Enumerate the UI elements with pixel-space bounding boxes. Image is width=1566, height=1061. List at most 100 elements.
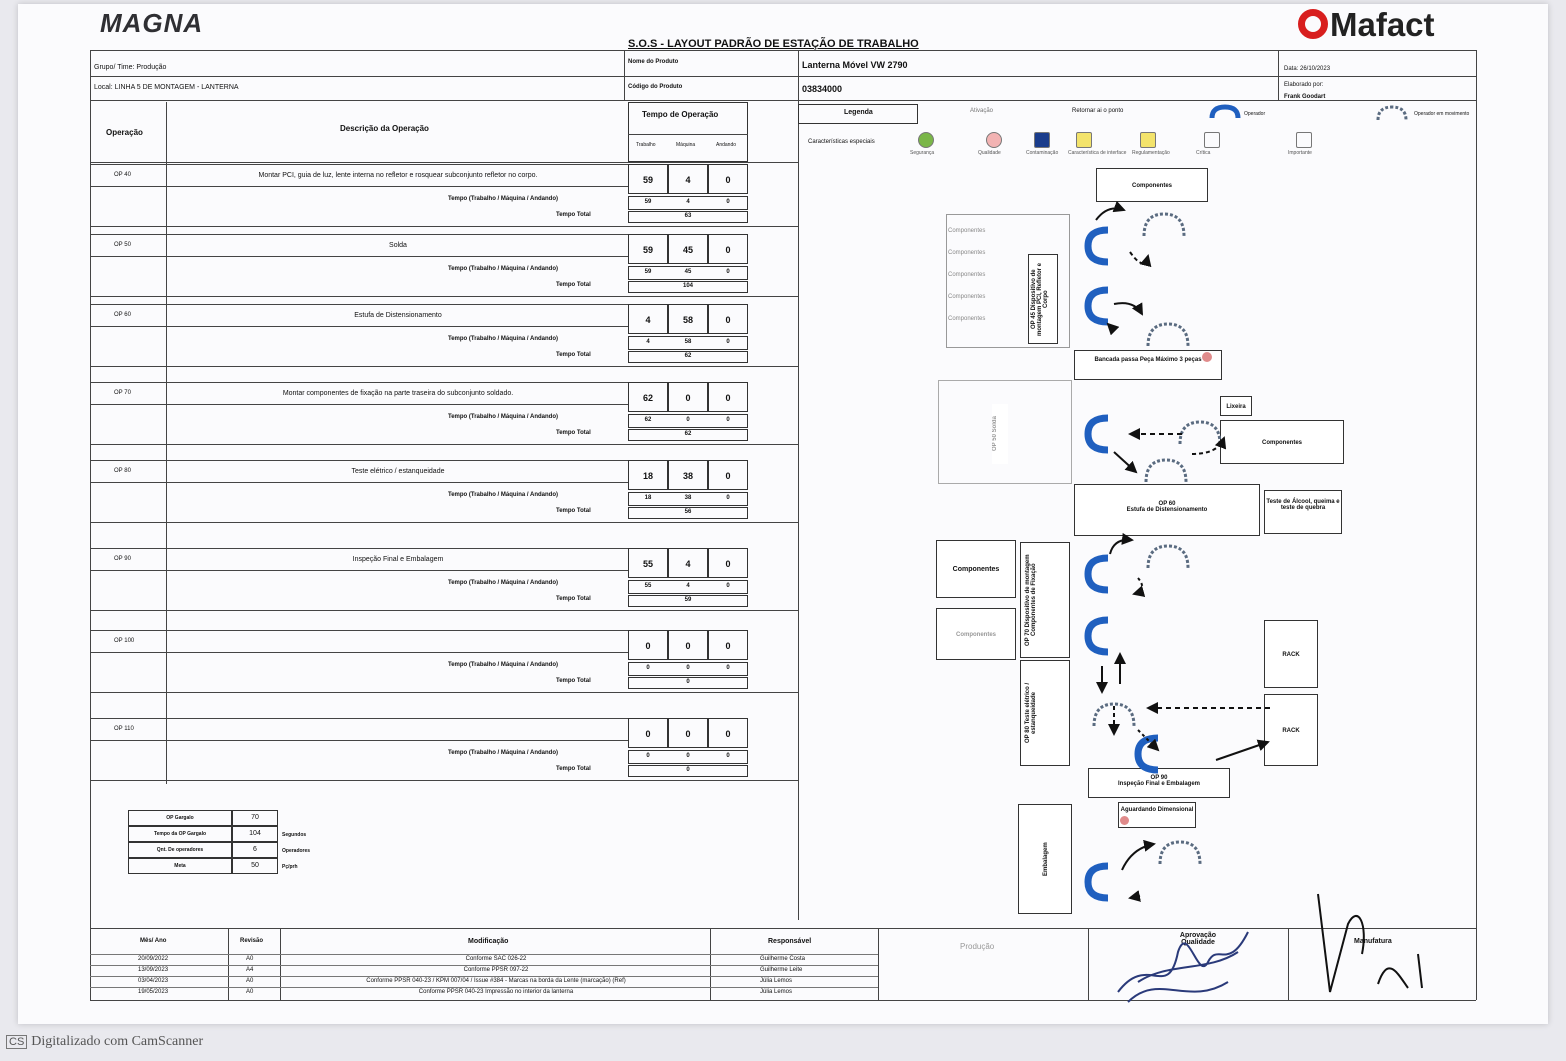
op-andando: 0: [708, 460, 748, 490]
tempo-trabalho: 4: [646, 339, 650, 345]
op90-label: OP 90: [1150, 775, 1168, 781]
footer-row-line: [90, 954, 878, 955]
flow-arrow: [1106, 322, 1120, 336]
col-operacao: Operação: [106, 128, 143, 137]
characteristic-symbol-label: Segurança: [910, 150, 935, 156]
operator-icon: [1084, 286, 1109, 326]
footer-row-mod: Conforme PPSR 040-23 Impressão no interi…: [418, 989, 574, 995]
tempo-total-box: [628, 765, 748, 777]
op-andando: 0: [708, 164, 748, 194]
moving-operator-icon: [1178, 420, 1222, 445]
characteristic-symbol-label: Característica de interface: [1068, 150, 1127, 156]
summary-label-cell: [128, 858, 232, 874]
tempo-trabalho: 59: [644, 269, 652, 275]
componentes-box-3: Componentes: [936, 540, 1016, 598]
row-line: [90, 404, 628, 405]
op-code: OP 110: [114, 726, 134, 732]
op-trabalho: 18: [628, 460, 668, 490]
tempo-trabalho: 0: [646, 665, 650, 671]
tempo-row-box: [628, 414, 748, 428]
row-separator: [90, 780, 798, 781]
tempo-total-label: Tempo Total: [556, 678, 591, 684]
characteristic-symbol-icon: [1034, 132, 1050, 148]
frame-line: [90, 50, 1476, 51]
tempo-maquina: 4: [686, 583, 690, 589]
elaborado: Frank Goodart: [1284, 94, 1326, 100]
tempo-trabalho: 55: [644, 583, 652, 589]
layout-flow-diagram: [1084, 200, 1270, 902]
camscanner-text: Digitalizado com CamScanner: [31, 1034, 204, 1049]
moving-operator-icon: [1092, 702, 1136, 727]
row-line: [90, 186, 628, 187]
footer-row-line: [90, 965, 878, 966]
op-maquina: 0: [668, 630, 708, 660]
footer-row-rev: A0: [246, 978, 254, 984]
aguardando-box: Aguardando Dimensional: [1118, 802, 1196, 828]
tempo-trabalho: 59: [644, 199, 652, 205]
tempo-total-label: Tempo Total: [556, 766, 591, 772]
summary-label-cell: [128, 842, 232, 858]
footer-row-date: 03/04/2023: [138, 978, 169, 984]
footer-row-line: [90, 987, 878, 988]
op-code: OP 90: [114, 556, 131, 562]
legend-box: [798, 104, 918, 124]
op-andando: 0: [708, 304, 748, 334]
tempo-total-label: Tempo Total: [556, 508, 591, 514]
op-description: Estufa de Distensionamento: [354, 312, 442, 319]
summary-label: Meta: [174, 863, 186, 869]
op-description: Inspeção Final e Embalagem: [352, 556, 444, 563]
summary-value-cell: [232, 842, 278, 858]
componentes-box: Componentes: [1096, 168, 1208, 202]
op50-station: [938, 380, 1072, 484]
row-separator: [90, 366, 798, 367]
footer-row-rev: A4: [246, 967, 254, 973]
summary-value-cell: [232, 810, 278, 826]
flow-arrow: [1137, 729, 1160, 752]
frame-line: [166, 102, 167, 784]
operators-group: [1084, 226, 1159, 902]
row-line: [90, 304, 628, 305]
tempo-total: 63: [684, 213, 692, 219]
op-code: OP 40: [114, 172, 131, 178]
summary-value-cell: [232, 858, 278, 874]
frame-line: [228, 928, 229, 1000]
tempo-total-label: Tempo Total: [556, 596, 591, 602]
tempo-andando: 0: [726, 665, 730, 671]
mafact-logo: Mafact: [1298, 6, 1435, 44]
tempo-total-box: [628, 211, 748, 223]
op-description: Solda: [389, 242, 407, 249]
tempo-row-label: Tempo (Trabalho / Máquina / Andando): [448, 414, 558, 420]
characteristic-symbol-label: Regulamentação: [1132, 150, 1170, 156]
quality-signature: [1117, 931, 1249, 1003]
footer-header-responsavel: Responsável: [768, 938, 812, 945]
op-andando: 0: [708, 234, 748, 264]
row-line: [90, 256, 628, 257]
mafact-o-icon: [1298, 9, 1328, 39]
frame-line: [1288, 928, 1289, 1000]
tempo-trabalho: 18: [644, 495, 652, 501]
tempo-total-box: [628, 677, 748, 689]
tempo-trabalho: 62: [644, 417, 652, 423]
op-maquina: 45: [668, 234, 708, 264]
summary-value: 104: [249, 830, 261, 837]
tempo-total-box: [628, 429, 748, 441]
tempo-andando: 0: [726, 583, 730, 589]
tempo-total-label: Tempo Total: [556, 352, 591, 358]
characteristic-symbol-label: Crítica: [1196, 150, 1211, 156]
tempo-row-box: [628, 266, 748, 280]
footer-header-producao: Produção: [960, 942, 995, 951]
footer-row-rev: A0: [246, 989, 254, 995]
tempo-maquina: 45: [684, 269, 692, 275]
tempo-total: 0: [686, 767, 690, 773]
grupo-time: Grupo/ Time: Produção: [94, 64, 167, 71]
operator-icon: [1134, 734, 1159, 774]
footer-row-mod: Conforme PPSR 097-22: [463, 967, 529, 973]
flow-arrow: [1132, 577, 1146, 598]
op-trabalho: 0: [628, 630, 668, 660]
tempo-row-box: [628, 662, 748, 676]
mafact-logo-text: Mafact: [1330, 6, 1435, 43]
tempo-maquina: 0: [686, 417, 690, 423]
frame-line: [90, 162, 798, 163]
